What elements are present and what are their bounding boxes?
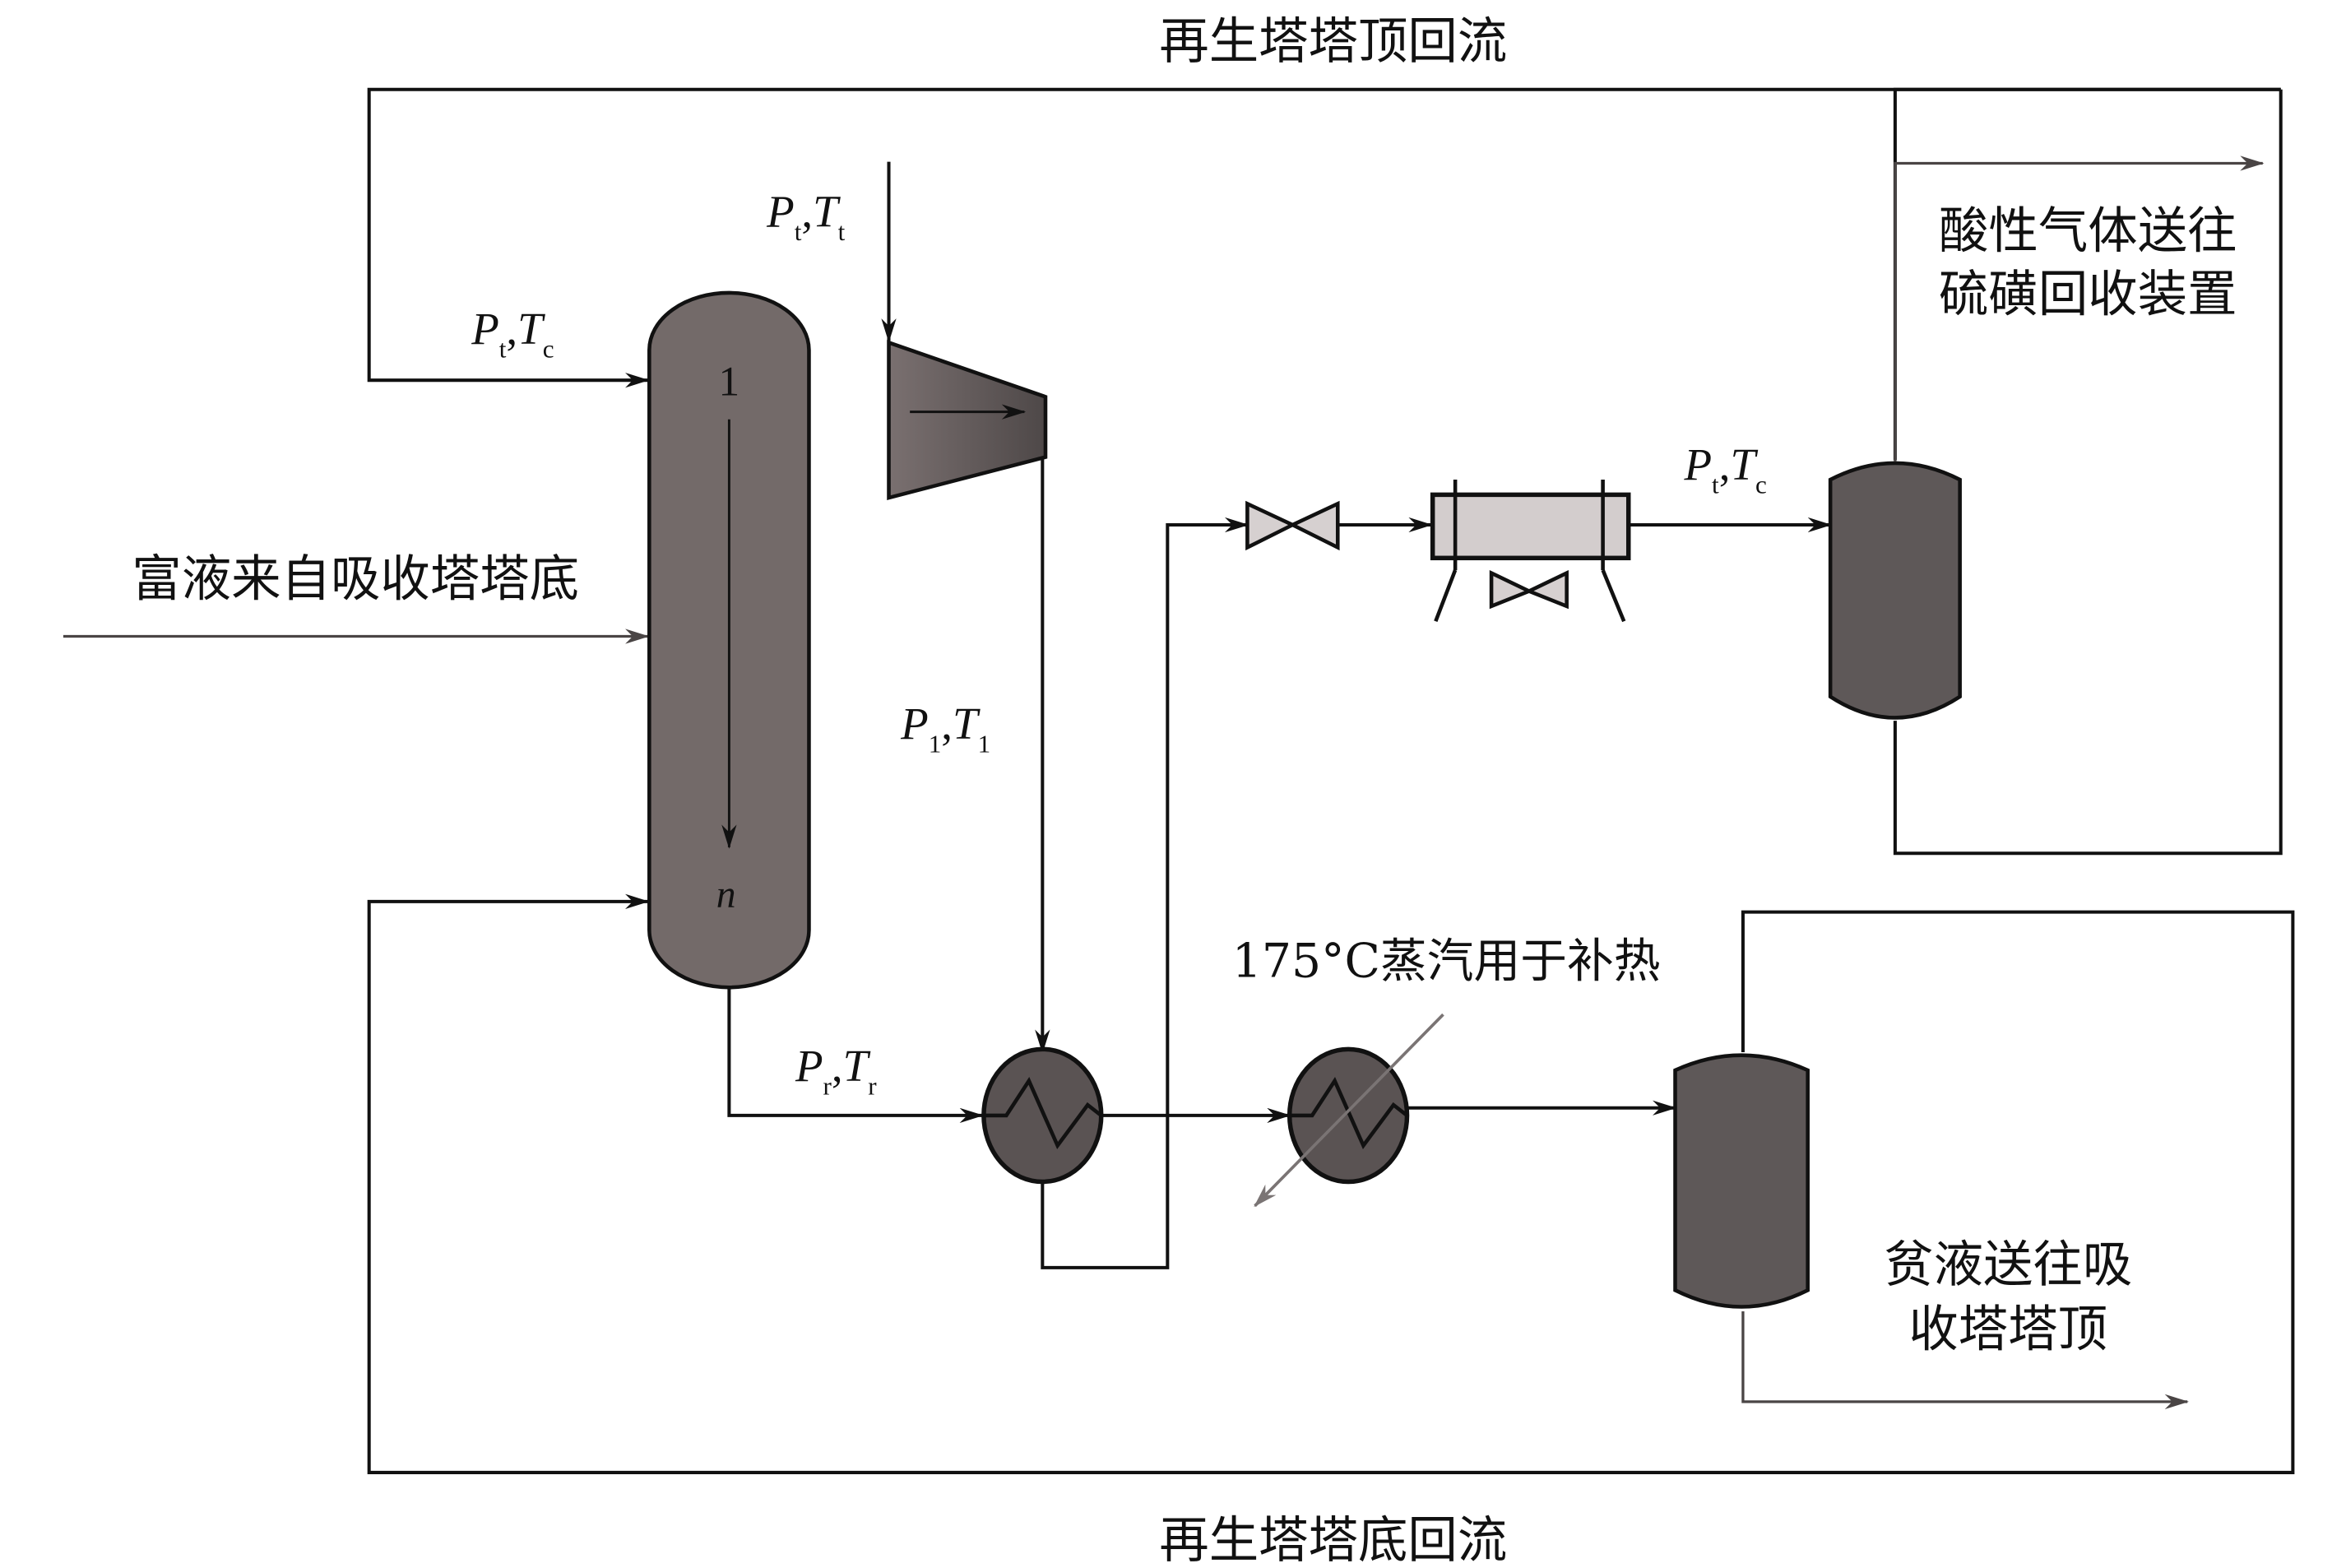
steam-label: 175°C蒸汽用于补热 <box>1232 934 1661 988</box>
column-top-stage: 1 <box>719 358 740 405</box>
air-cooler <box>1430 480 1631 623</box>
bottom-reflux-label: 再生塔塔底回流 <box>1159 1512 1507 1568</box>
acid-gas-label-line1: 酸性气体送往 <box>1939 202 2237 260</box>
lean-label-line1: 贫液送往吸 <box>1884 1236 2132 1293</box>
acid-gas-line <box>1894 155 2265 462</box>
heat-exchanger-1 <box>981 1046 1104 1185</box>
hx1-condensate-line <box>1041 517 1249 1269</box>
acid-gas-label-line2: 硫磺回收装置 <box>1939 266 2237 323</box>
reflux-drum <box>1828 461 1962 720</box>
stream-label-column-bottom: Pr,Tr <box>795 1041 877 1100</box>
drum-reflux-line <box>1893 89 2283 856</box>
lean-outlet-line <box>1741 1311 2190 1410</box>
svg-text:Pt,Tt: Pt,Tt <box>766 186 846 245</box>
lean-separator <box>1673 1053 1810 1309</box>
stream-label-reflux-in: Pt,Tc <box>471 304 554 363</box>
stream-label-cooler-out: Pt,Tc <box>1683 439 1766 499</box>
top-reflux-label: 再生塔塔顶回流 <box>1159 12 1507 70</box>
stream-label-compressor-out: P1,T1 <box>900 698 990 758</box>
throttle-valve <box>1245 500 1340 551</box>
rich-feed-label: 富液来自吸收塔塔底 <box>132 550 579 608</box>
column-bottom-stage: n <box>716 874 736 916</box>
column-bottom-line <box>727 987 984 1124</box>
steam-line <box>1254 1013 1444 1208</box>
svg-text:P1,T1: P1,T1 <box>900 698 990 758</box>
svg-text:Pt,Tc: Pt,Tc <box>1683 439 1766 499</box>
stream-label-compressor-in: Pt,Tt <box>766 186 846 245</box>
regenerator-column: 1 n <box>647 290 811 990</box>
svg-text:Pt,Tc: Pt,Tc <box>471 304 554 363</box>
svg-text:Pr,Tr: Pr,Tr <box>795 1041 877 1100</box>
fan-icon <box>1489 569 1569 610</box>
bottom-reflux-line <box>367 893 2295 1474</box>
lean-label-line2: 收塔塔顶 <box>1908 1301 2107 1358</box>
compressor <box>887 340 1048 500</box>
